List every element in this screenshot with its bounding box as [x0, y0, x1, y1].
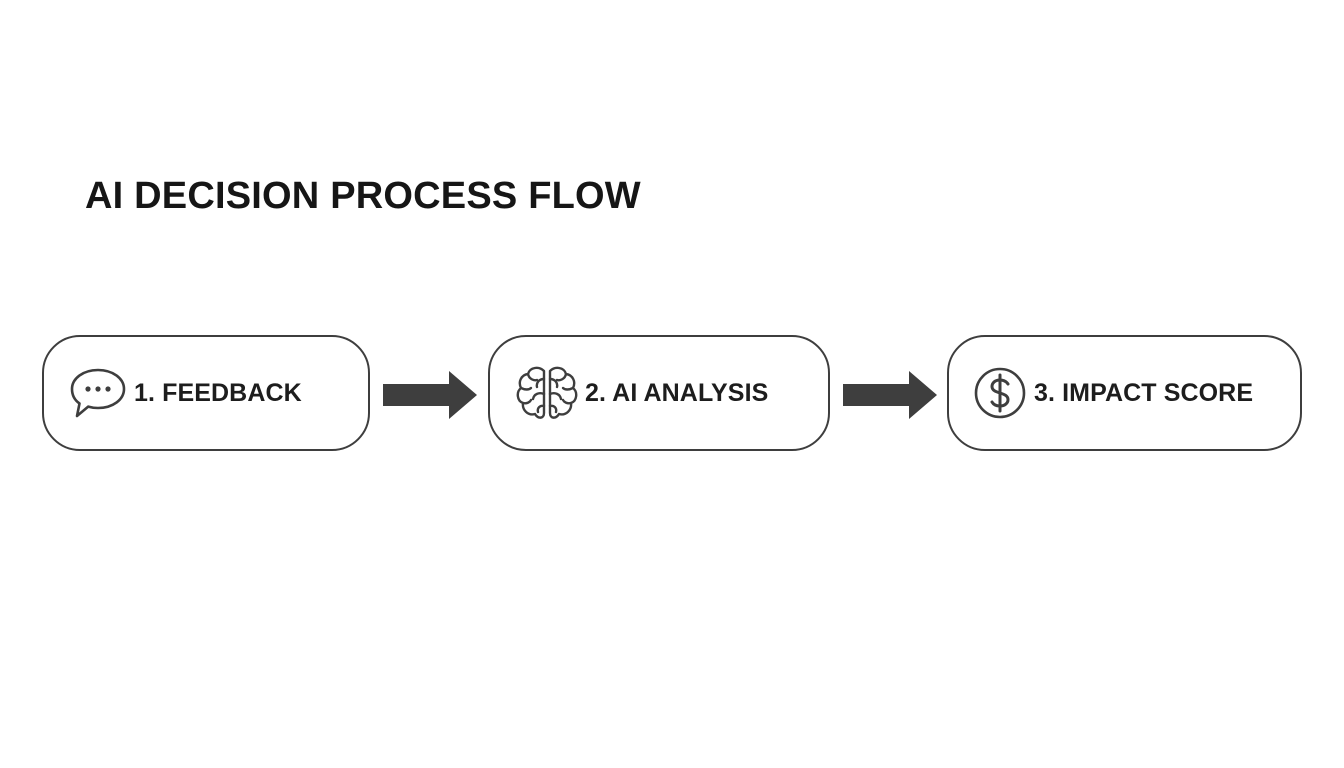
diagram-title: AI DECISION PROCESS FLOW: [85, 175, 641, 217]
step-ai-analysis-label: 2. AI ANALYSIS: [585, 378, 769, 407]
brain-icon: [515, 363, 579, 423]
arrow-right-icon: [383, 371, 479, 424]
step-ai-analysis: 2. AI ANALYSIS: [488, 335, 830, 451]
step-feedback: 1. FEEDBACK: [42, 335, 370, 451]
arrow-right-icon: [843, 371, 939, 424]
step-feedback-label: 1. FEEDBACK: [134, 378, 302, 407]
dollar-coin-icon: [972, 365, 1028, 421]
step-impact-score: 3. IMPACT SCORE: [947, 335, 1302, 451]
step-impact-score-label: 3. IMPACT SCORE: [1034, 378, 1254, 407]
speech-bubble-icon: [68, 365, 128, 421]
